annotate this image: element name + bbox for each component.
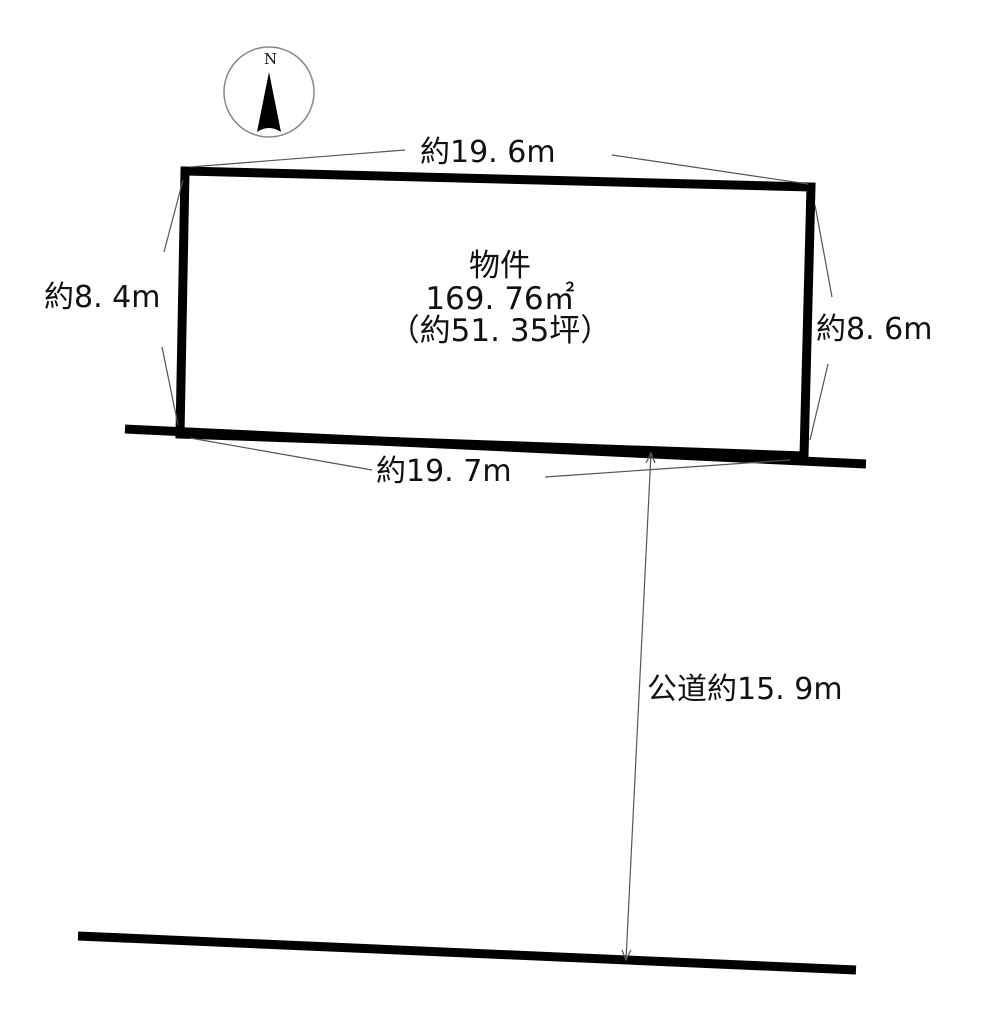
lot-outline (175, 166, 816, 461)
road-edge-upper (124, 424, 867, 469)
lot-area-sqm: 169. 76㎡ (425, 280, 575, 317)
dimension-east: 約8. 6m (814, 312, 935, 347)
lot-area-tsubo: （約51. 35坪） (388, 313, 612, 350)
compass-north-label: N (264, 50, 278, 68)
north-arrow-icon (223, 46, 315, 138)
dimension-north: 約19. 6m (418, 135, 558, 170)
lot-title: 物件 (469, 248, 531, 284)
dimension-lines (161, 149, 833, 962)
dimension-west: 約8. 4m (44, 280, 161, 315)
dimension-south: 約19. 7m (374, 454, 514, 489)
dimension-road-width: 公道約15. 9m (645, 672, 845, 707)
road-edge-lower (77, 931, 857, 975)
lot-info: 物件 169. 76㎡ （約51. 35坪） (330, 250, 670, 348)
